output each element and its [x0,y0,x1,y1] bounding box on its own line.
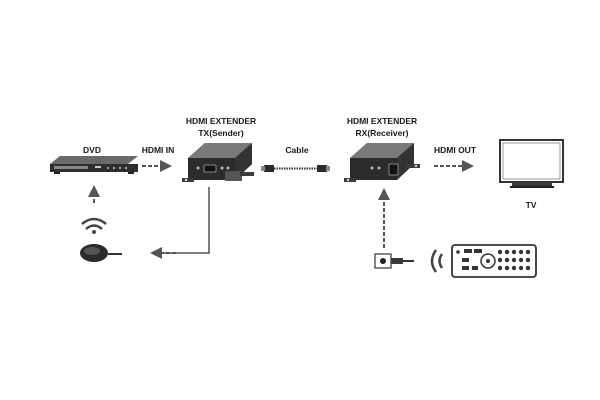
tx-title-label: HDMI EXTENDER [185,116,257,126]
tv-icon [499,139,564,188]
remote-control-icon [451,244,537,278]
ir-receiver-icon [80,244,122,262]
cable-icon [261,165,330,172]
ir-emitter-icon [374,253,414,269]
remote-signal-icon [430,249,444,273]
rx-title-label: HDMI EXTENDER [346,116,418,126]
ir-signal-icon [81,217,107,234]
rx-extender-icon [344,143,420,182]
ir-return-line [160,187,210,254]
rx-sub-label: RX(Receiver) [355,128,409,138]
dvd-label: DVD [83,145,101,155]
hdmi-out-label: HDMI OUT [433,145,477,155]
tv-label: TV [525,200,537,210]
dvd-player-icon [50,156,138,174]
tx-extender-icon [182,143,254,182]
hdmi-in-label: HDMI IN [141,145,175,155]
cable-label: Cable [285,145,309,155]
tx-sub-label: TX(Sender) [198,128,244,138]
